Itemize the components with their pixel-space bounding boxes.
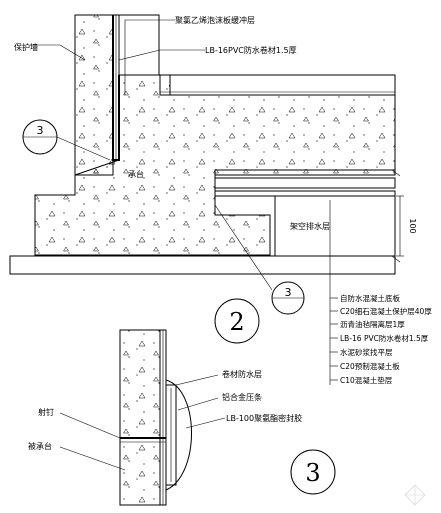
sealant-label: LB-100聚氨酯密封胶 [226,413,302,423]
pile-cap-label: 承台 [128,169,144,179]
layer-item: C10混凝土垫层 [340,375,393,385]
callout-ref-a: 3 [22,119,58,155]
callout-ref-b: 3 [271,281,305,315]
base-slab [9,255,396,275]
svg-text:3: 3 [37,124,44,137]
membrane-layer-label: 卷材防水层 [222,369,262,379]
layer-item: LB-16 PVC防水卷材1.5厚 [340,333,429,343]
section-3-drawing [59,329,226,506]
polystyrene-board-label: 聚氯乙烯泡沫板缓冲层 [175,15,255,25]
detail-pile-cap-label: 被承台 [28,441,52,451]
layer-item: 沥青油毡隔离层1厚 [340,319,405,329]
retaining-wall-label: 保护墙 [14,42,38,52]
layer-item: 自防水混凝土底板 [340,293,400,303]
pvc-membrane-top-label: LB-16PVC防水卷材1.5厚 [205,45,297,55]
dimension-100-label: 100 [408,218,417,233]
nail-label: 射钉 [38,407,54,417]
layer-item: 水泥砂浆找平层 [340,347,393,357]
svg-text:3: 3 [285,286,292,299]
aluminum-strip-label: 铝合金压条 [222,392,262,402]
section-2-drawing [9,14,404,385]
section-2-marker: 2 [214,298,260,344]
layer-item: C20细石混凝土保护层40厚 [340,306,432,316]
layer-list: 自防水混凝土底板 C20细石混凝土保护层40厚 沥青油毡隔离层1厚 LB-16 … [340,293,432,385]
svg-text:2: 2 [229,308,244,336]
drain-layer-label: 架空排水层 [290,221,330,231]
layer-item: C20预制混凝土板 [340,361,400,371]
sealant-bulge [165,379,192,491]
watermark-logo-icon [404,484,426,506]
svg-text:3: 3 [305,459,320,487]
section-3-marker: 3 [290,449,336,495]
